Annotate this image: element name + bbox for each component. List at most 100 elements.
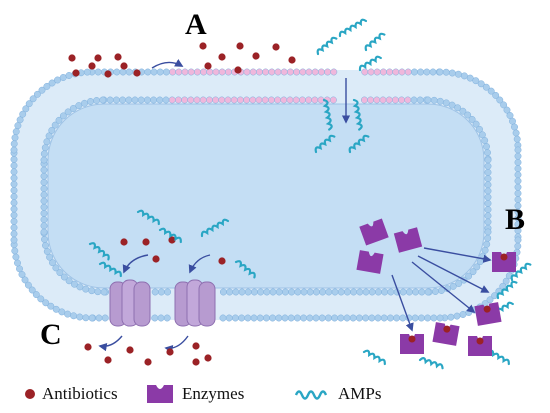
antibiotic-dot [88, 62, 96, 70]
antibiotic-dot [104, 70, 112, 78]
lipid-head [514, 152, 522, 160]
lipid-head [255, 96, 263, 104]
bound-antibiotic [483, 305, 491, 313]
lipid-head [181, 68, 189, 76]
cytoplasm [47, 103, 485, 289]
lipid-head [168, 96, 176, 104]
lipid-head [212, 96, 220, 104]
lipid-head [40, 172, 48, 180]
lipid-head [87, 98, 94, 105]
lipid-head [465, 272, 473, 280]
lipid-head [10, 211, 18, 219]
lipid-head [143, 96, 151, 104]
lipid-head [49, 259, 56, 267]
lipid-head [294, 288, 302, 296]
lipid-head [454, 104, 462, 112]
lipid-head [275, 314, 283, 322]
lipid-head [500, 101, 508, 109]
lipid-head [367, 68, 375, 76]
antibiotic-dot [204, 354, 212, 362]
lipid-head [22, 105, 30, 113]
lipid-head [263, 288, 271, 296]
antibiotic-dot [144, 358, 152, 366]
antibiotic-dot [272, 43, 280, 51]
lipid-head [244, 314, 252, 322]
lipid-head [392, 68, 400, 76]
lipid-head [11, 134, 19, 142]
lipid-head [255, 68, 263, 76]
lipid-head [33, 90, 41, 98]
lipid-head [356, 288, 364, 296]
lipid-head [436, 68, 444, 76]
amp-wave-path [200, 218, 230, 238]
lipid-head [76, 283, 84, 291]
lipid-head [514, 146, 522, 154]
lipid-head [502, 277, 510, 285]
lipid-head [311, 68, 319, 76]
lipid-head [449, 282, 457, 290]
antibiotic-dot [133, 69, 141, 77]
legend-label-amps: AMPs [338, 384, 382, 403]
lipid-head [311, 96, 319, 104]
lipid-head [484, 156, 492, 164]
lipid-head [386, 68, 394, 76]
lipid-head [514, 196, 522, 204]
lipid-head [125, 68, 133, 76]
lipid-head [299, 68, 307, 76]
amp-wave [496, 280, 518, 300]
lipid-head [10, 193, 18, 201]
lipid-head [286, 96, 294, 104]
lipid-head [300, 288, 308, 296]
lipid-head [288, 288, 296, 296]
antibiotic-dot [288, 56, 296, 64]
antibiotic-dot [94, 54, 102, 62]
efflux-pump [174, 279, 216, 327]
lipid-head [399, 288, 407, 296]
lipid-head [169, 68, 177, 76]
lipid-head [10, 186, 18, 194]
lipid-head [514, 165, 522, 173]
lipid-head [423, 68, 431, 76]
lipid-head [506, 112, 514, 119]
lipid-head [52, 305, 60, 313]
enzyme-shape [400, 334, 424, 354]
amp-wave [418, 357, 444, 370]
amp-wave [98, 261, 122, 278]
lipid-head [483, 240, 491, 248]
lipid-head [106, 96, 114, 104]
lipid-head [162, 96, 170, 104]
lipid-head [131, 96, 139, 104]
amp-wave [322, 98, 333, 131]
antibiotic-dot [114, 53, 122, 61]
lipid-head [459, 107, 467, 115]
amp-wave [314, 134, 336, 154]
lipid-head [164, 288, 172, 296]
enzyme-icon [147, 385, 173, 403]
lipid-head [10, 199, 18, 207]
lipid-head [205, 96, 213, 104]
lipid-head [40, 228, 48, 236]
lipid-head [81, 99, 88, 107]
lipid-head [317, 68, 325, 76]
lipid-head [361, 68, 369, 76]
lipid-head [306, 314, 314, 322]
amp-wave [352, 98, 363, 131]
lipid-head [47, 302, 55, 310]
lipid-head [48, 79, 56, 87]
lipid-head [262, 68, 270, 76]
enzyme-shape [492, 252, 516, 272]
legend-label-antibiotics: Antibiotics [42, 384, 118, 403]
lipid-head [484, 228, 492, 236]
lipid-head [43, 82, 51, 90]
lipid-head [250, 314, 258, 322]
amp-wave [348, 134, 370, 154]
lipid-head [82, 314, 90, 322]
amp-wave-path [362, 349, 386, 366]
lipid-head [250, 288, 258, 296]
arrow [151, 59, 184, 69]
lipid-head [10, 162, 18, 170]
lipid-head [10, 205, 18, 213]
amp-wave [234, 260, 256, 279]
lipid-head [243, 68, 251, 76]
